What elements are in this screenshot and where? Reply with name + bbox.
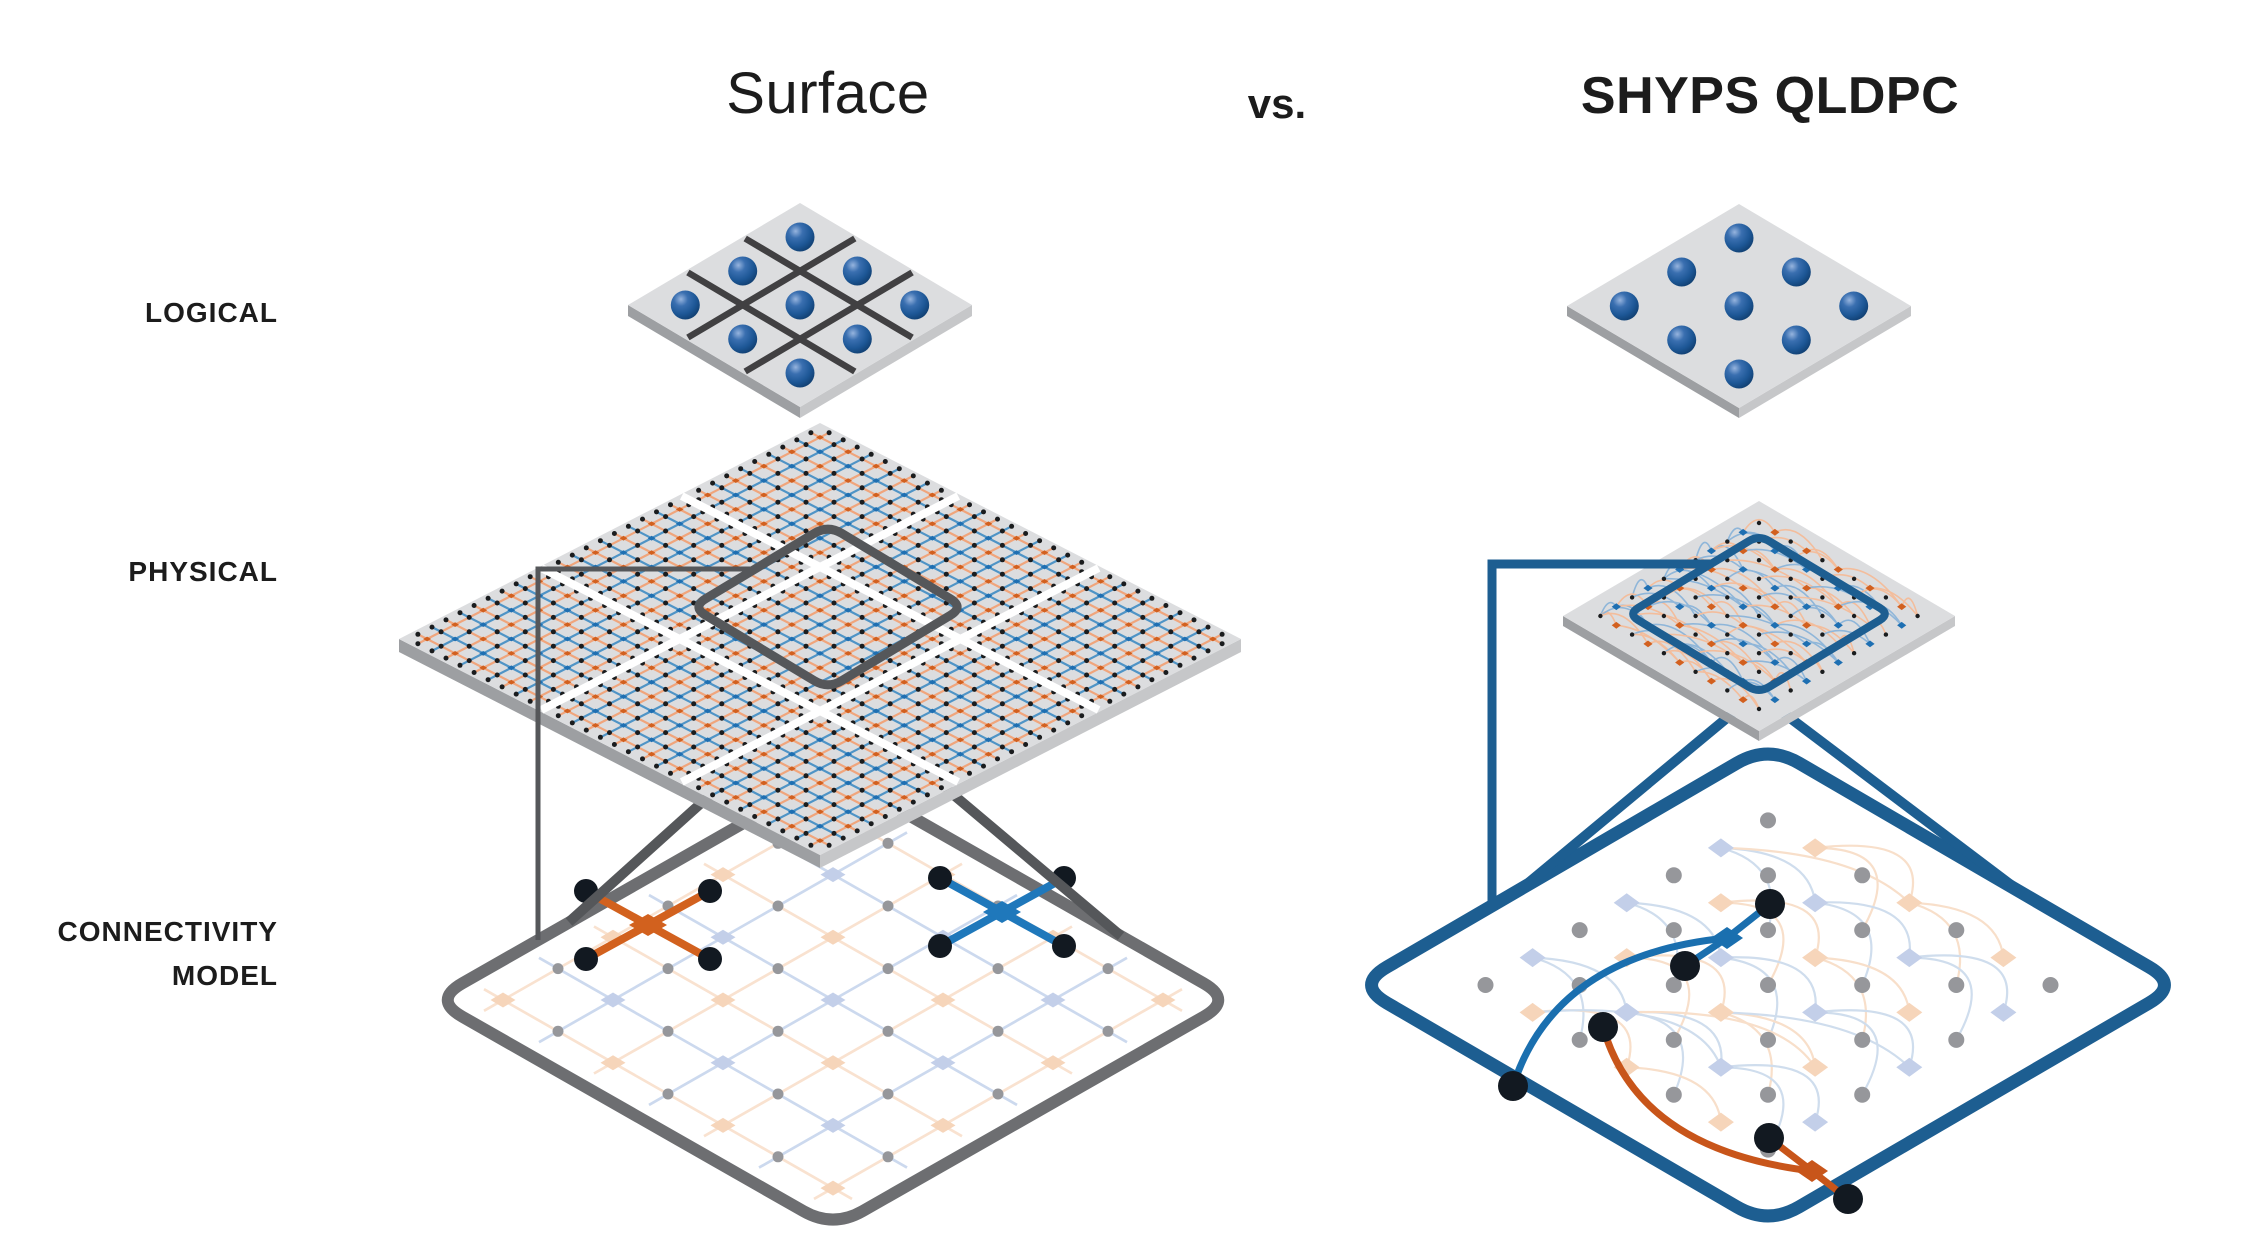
surface-physical-layer: [399, 423, 1241, 868]
surface-connectivity-model: [441, 774, 1225, 1226]
shyps-logical-qubits: [1609, 223, 1869, 389]
row-label-connectivity: CONNECTIVITY MODEL: [58, 910, 278, 998]
shyps-title: SHYPS QLDPC: [1580, 67, 1960, 125]
row-label-logical: LOGICAL: [145, 297, 278, 328]
vs-label: vs.: [1247, 80, 1307, 127]
shyps-physical-layer: [1563, 501, 1955, 741]
surface-logical-qubits: [670, 222, 930, 388]
surface-logical-layer: [628, 203, 972, 418]
surface-tile-highlight: [694, 524, 962, 690]
surface-title: Surface: [726, 61, 930, 126]
row-label-connectivity-line1: CONNECTIVITY: [57, 916, 278, 947]
row-label-physical: PHYSICAL: [128, 556, 278, 587]
shyps-projection-lines: [1517, 689, 2027, 898]
shyps-logical-layer: [1567, 204, 1911, 418]
shyps-highlight-check-orange: [1588, 1012, 1863, 1214]
row-label-connectivity-line2: MODEL: [171, 960, 278, 991]
shyps-region-highlight: [1629, 534, 1889, 694]
surface-callout-line: [535, 566, 755, 940]
shyps-highlight-check-blue: [1498, 889, 1785, 1101]
shyps-callout-line: [1487, 559, 1711, 905]
shyps-connectivity-model: [1365, 747, 2171, 1223]
